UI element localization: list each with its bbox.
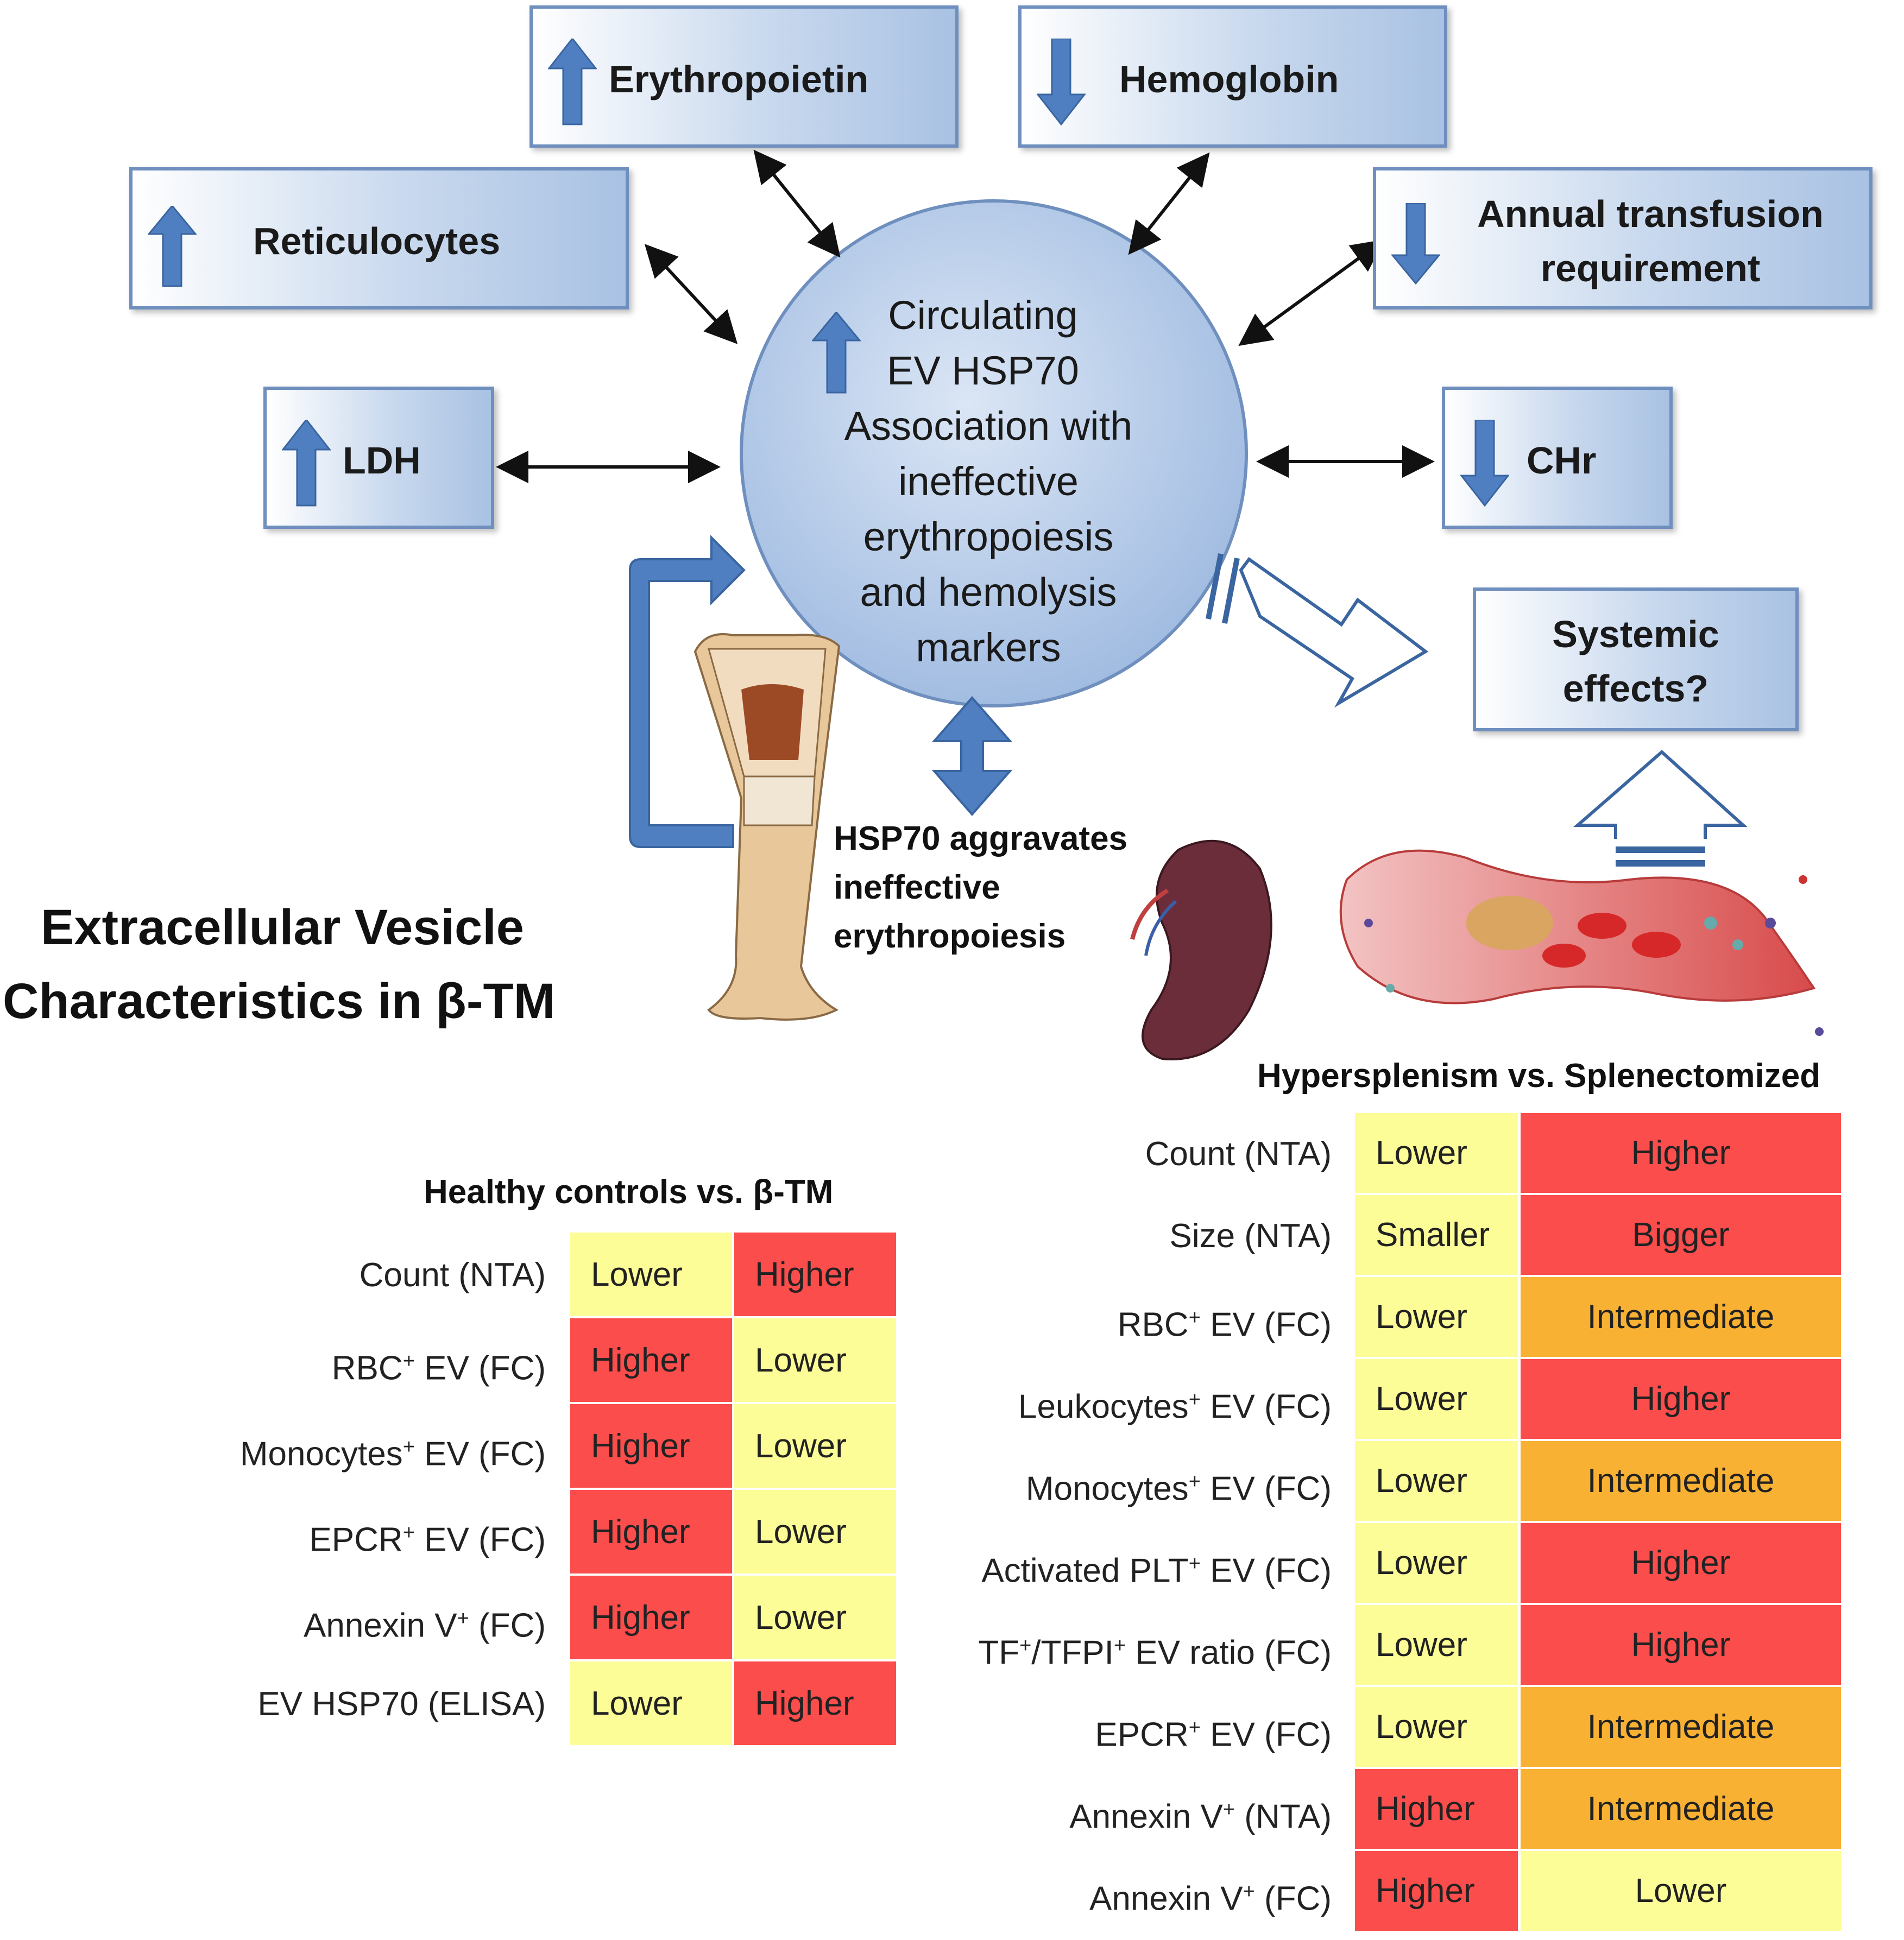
blood-vessel-illustration [1339,849,1824,1036]
right-table-row-label: Size (NTA) [1169,1217,1332,1255]
right-table-cell-first: Lower [1355,1523,1518,1603]
hsp70-note-line3: erythropoiesis [834,918,1066,955]
annual-transfusion-line1: Annual transfusion [1477,193,1824,235]
left-table-row-label: EV HSP70 (ELISA) [257,1685,546,1723]
right-table-row-label: Monocytes+ EV (FC) [1025,1470,1332,1508]
left-table-row-label: Monocytes+ EV (FC) [239,1435,546,1473]
hollow-arrow-up [1573,749,1748,867]
right-table-cell-first: Lower [1355,1441,1518,1521]
annual-transfusion-box: Annual transfusion requirement [1373,167,1873,309]
up-arrow-icon [148,206,197,287]
right-table-cell-first: Smaller [1355,1195,1518,1275]
right-table-cell-second: Bigger [1521,1195,1841,1275]
systemic-line1: Systemic [1552,613,1719,655]
right-table-row-label: RBC+ EV (FC) [1117,1306,1332,1344]
right-table-cell-first: Lower [1355,1277,1518,1357]
spleen-illustration [1130,839,1272,1060]
right-table-row-label: Annexin V+ (FC) [1089,1880,1332,1918]
left-table-cell-first: Higher [570,1576,732,1659]
right-table-cell-first: Lower [1355,1359,1518,1439]
right-table-cell-second: Higher [1521,1605,1841,1685]
erythropoietin-label: Erythropoietin [609,58,869,100]
center-line4: ineffective [898,459,1079,504]
hemoglobin-label: Hemoglobin [1119,58,1339,100]
heading-line2: Characteristics in β-TM [3,974,556,1029]
left-table-cell-second: Higher [734,1233,896,1316]
left-table-cell-first: Higher [570,1490,732,1574]
connector-arrows [496,149,1435,483]
right-table-cell-second: Higher [1521,1359,1841,1439]
right-table-cell-second: Intermediate [1521,1769,1841,1849]
center-line6: and hemolysis [860,570,1117,615]
center-line3: Association with [844,403,1133,448]
center-circle [740,199,1248,707]
bone-illustration [693,633,841,1021]
right-table-row-label: Count (NTA) [1145,1135,1332,1173]
chr-box: CHr [1442,387,1673,529]
systemic-effects-box: Systemic effects? [1473,587,1799,731]
right-table-row-label: TF+/TFPI+ EV ratio (FC) [978,1634,1332,1672]
left-table-cell-second: Lower [734,1576,896,1659]
right-table-cell-first: Higher [1355,1851,1518,1931]
up-arrow-icon [812,312,861,394]
annual-transfusion-line2: requirement [1540,247,1761,289]
right-table-row-label: EPCR+ EV (FC) [1095,1716,1332,1754]
center-line7: markers [916,625,1061,670]
left-table-cell-first: Lower [570,1233,732,1316]
left-table-row-label: Annexin V+ (FC) [303,1607,546,1645]
right-table-cell-second: Lower [1521,1851,1841,1931]
heading-line1: Extracellular Vesicle [41,900,524,955]
right-table-cell-first: Lower [1355,1687,1518,1767]
left-table-cell-second: Lower [734,1404,896,1488]
left-table-row-label: RBC+ EV (FC) [331,1349,546,1387]
ldh-box: LDH [263,387,494,529]
right-table-cell-second: Higher [1521,1113,1841,1193]
erythropoietin-box: Erythropoietin [529,5,959,148]
feedback-arrow [629,535,746,848]
right-table-cell-second: Intermediate [1521,1687,1841,1767]
reticulocytes-label: Reticulocytes [253,220,501,262]
right-table-row-label: Leukocytes+ EV (FC) [1018,1388,1332,1426]
hollow-arrow-right [1206,553,1429,708]
hsp70-note-line1: HSP70 aggravates [834,820,1128,857]
right-table-cell-second: Higher [1521,1523,1841,1603]
left-table-title: Healthy controls vs. β-TM [424,1173,834,1211]
right-table-cell-first: Lower [1355,1113,1518,1193]
up-arrow-icon [282,420,331,507]
hemoglobin-box: Hemoglobin [1018,5,1447,148]
center-line2: EV HSP70 [887,348,1079,393]
right-table-cell-second: Intermediate [1521,1277,1841,1357]
left-table-cell-first: Higher [570,1318,732,1402]
right-table-row-label: Activated PLT+ EV (FC) [981,1552,1332,1590]
chr-label: CHr [1527,439,1597,482]
left-table-row-label: EPCR+ EV (FC) [309,1521,546,1559]
ldh-label: LDH [343,439,421,482]
hsp70-note-line2: ineffective [834,869,1000,906]
right-table-row-label: Annexin V+ (NTA) [1069,1798,1332,1836]
left-table-cell-first: Higher [570,1404,732,1488]
left-table-cell-second: Lower [734,1490,896,1574]
vertical-double-arrow [931,696,1013,817]
left-table-row-label: Count (NTA) [359,1256,546,1294]
center-line1: Circulating [888,293,1078,338]
left-table-cell-second: Higher [734,1661,896,1745]
right-table-title: Hypersplenism vs. Splenectomized [1257,1057,1821,1095]
right-table-cell-first: Lower [1355,1605,1518,1685]
left-table-cell-second: Lower [734,1318,896,1402]
center-line5: erythropoiesis [863,514,1114,559]
down-arrow-icon [1391,203,1440,285]
down-arrow-icon [1037,39,1086,125]
reticulocytes-box: Reticulocytes [129,167,629,309]
right-table-cell-first: Higher [1355,1769,1518,1849]
left-table-cell-first: Lower [570,1661,732,1745]
up-arrow-icon [548,39,597,125]
down-arrow-icon [1460,420,1509,507]
systemic-line2: effects? [1562,667,1709,710]
right-table-cell-second: Intermediate [1521,1441,1841,1521]
